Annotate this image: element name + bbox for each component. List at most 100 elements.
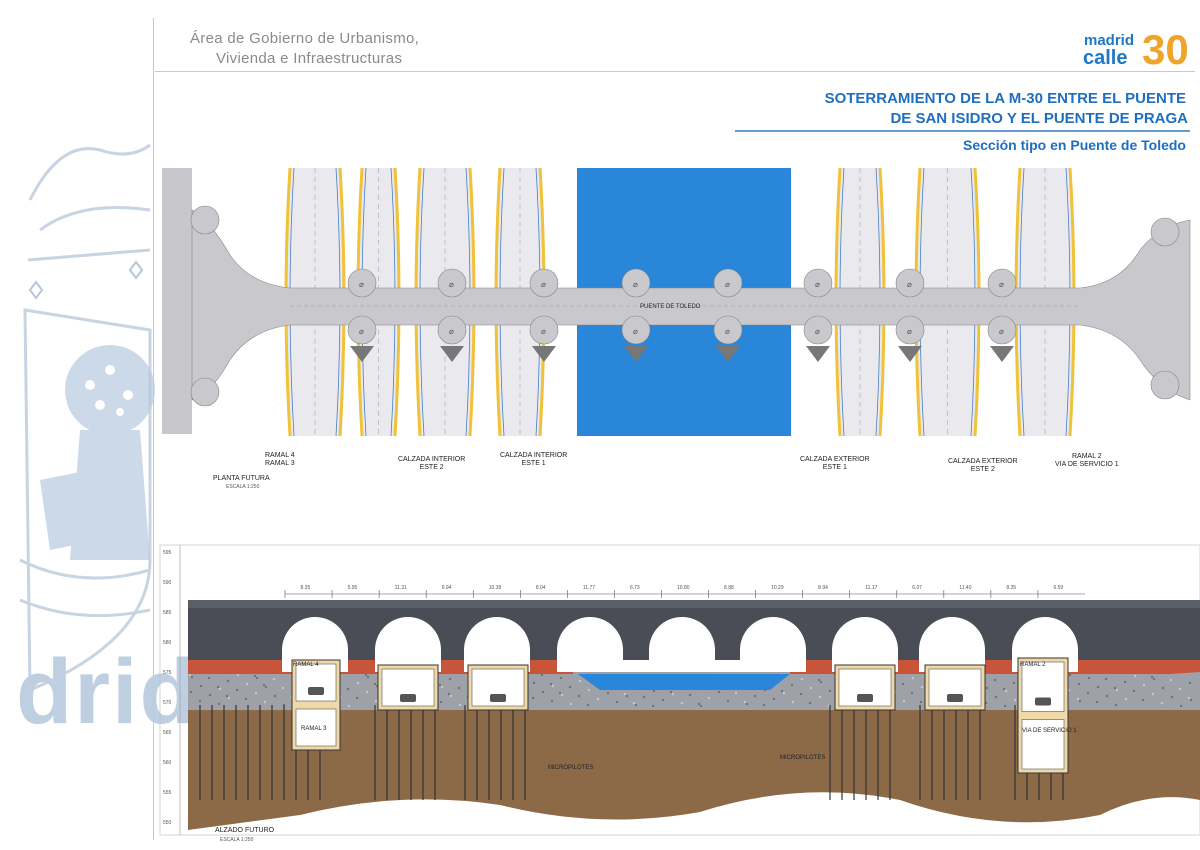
elevation-tick: 555 bbox=[163, 790, 172, 796]
bulb-ne bbox=[1150, 217, 1180, 247]
dimension-label: 6.07 bbox=[912, 585, 923, 591]
elevation-tick: 575 bbox=[163, 670, 172, 676]
pile-group-5 bbox=[919, 705, 981, 800]
elevation-tick: 570 bbox=[163, 700, 172, 706]
dimension-label: 11.17 bbox=[865, 585, 878, 591]
elevation-tick: 585 bbox=[163, 610, 172, 616]
pile-group-3 bbox=[464, 705, 526, 800]
coat-of-arms-watermark bbox=[19, 143, 155, 693]
svg-text:⌀: ⌀ bbox=[725, 327, 730, 336]
tunnel-box-2 bbox=[377, 664, 439, 711]
title-line-2: DE SAN ISIDRO Y EL PUENTE DE PRAGA bbox=[890, 110, 1188, 127]
arch-3 bbox=[464, 617, 530, 672]
tunnel-box-5 bbox=[924, 664, 986, 711]
bridge-name-label: PUENTE DE TOLEDO bbox=[640, 304, 701, 310]
svg-text:⌀: ⌀ bbox=[999, 280, 1004, 289]
bulb-se bbox=[1150, 370, 1180, 400]
arch-8 bbox=[919, 617, 985, 672]
dimension-label: 8.94 bbox=[818, 585, 828, 591]
arch-4 bbox=[557, 617, 623, 672]
svg-text:⌀: ⌀ bbox=[815, 280, 820, 289]
dimension-label: 10.80 bbox=[677, 585, 690, 591]
arch-7 bbox=[832, 617, 898, 672]
pile-group-2 bbox=[374, 705, 436, 800]
plan-view-scale: ESCALA 1:250 bbox=[226, 484, 260, 490]
bulb-sw bbox=[190, 377, 220, 407]
elevation-tick: 550 bbox=[163, 820, 172, 826]
svg-text:⌀: ⌀ bbox=[633, 280, 638, 289]
dimension-label: 6.94 bbox=[441, 585, 452, 591]
svg-text:⌀: ⌀ bbox=[725, 280, 730, 289]
left-margin-rule bbox=[153, 18, 154, 840]
dimension-label: 6.59 bbox=[1053, 585, 1064, 591]
section-subtitle: Sección tipo en Puente de Toledo bbox=[963, 137, 1186, 153]
pier-bay-7: ⌀⌀ bbox=[895, 268, 925, 362]
tunnel-box-3 bbox=[467, 664, 529, 711]
tunnel-box-6 bbox=[1017, 657, 1069, 774]
ground-strata bbox=[188, 705, 1200, 830]
tunnel-label-1: RAMAL 4 bbox=[293, 662, 319, 668]
dimension-label: 5.95 bbox=[347, 585, 358, 591]
svg-text:⌀: ⌀ bbox=[907, 327, 912, 336]
elevation-view-title: ALZADO FUTURO bbox=[215, 827, 275, 834]
elevation-tick: 580 bbox=[163, 640, 172, 646]
dimension-label: 11.77 bbox=[582, 585, 596, 591]
dimension-label: 11.40 bbox=[959, 585, 972, 591]
elevation-tick: 595 bbox=[163, 550, 172, 556]
dimension-label: 6.73 bbox=[629, 585, 640, 591]
pier-bay-6: ⌀⌀ bbox=[803, 268, 833, 362]
madrid-calle30-logo: madrid calle 30 bbox=[1080, 26, 1195, 73]
arch-5 bbox=[649, 617, 715, 672]
dimension-label: 11.31 bbox=[394, 585, 407, 591]
pier-bay-1: ⌀⌀ bbox=[347, 268, 377, 362]
arch-1 bbox=[282, 617, 348, 672]
tunnel-lower-label-6: VIA DE SERVICIO 1 bbox=[1022, 728, 1077, 734]
elevation-view-scale: ESCALA 1:250 bbox=[220, 837, 254, 843]
svg-text:⌀: ⌀ bbox=[815, 327, 820, 336]
micropilotes-label-right: MICROPILOTES bbox=[780, 755, 826, 761]
dimension-label: 8.35 bbox=[300, 585, 311, 591]
tunnel-box-4 bbox=[834, 664, 896, 711]
pile-group-4 bbox=[829, 705, 891, 800]
logo-calle: calle bbox=[1083, 47, 1128, 69]
logo-30: 30 bbox=[1142, 26, 1189, 73]
dimension-label: 10.29 bbox=[771, 585, 784, 591]
department-line-2: Vivienda e Infraestructuras bbox=[216, 50, 403, 67]
river-elevation bbox=[578, 674, 790, 690]
dimension-label: 8.04 bbox=[535, 585, 546, 591]
arch-2 bbox=[375, 617, 441, 672]
elevation-tick: 565 bbox=[163, 730, 172, 736]
title-rule bbox=[735, 130, 1190, 132]
watermark-text: drid bbox=[16, 641, 198, 743]
svg-text:⌀: ⌀ bbox=[359, 327, 364, 336]
arch-6 bbox=[740, 617, 806, 672]
department-line-1: Área de Gobierno de Urbanismo, bbox=[190, 30, 420, 47]
svg-text:⌀: ⌀ bbox=[907, 280, 912, 289]
dimension-label: 10.39 bbox=[488, 585, 502, 591]
plan-view-title: PLANTA FUTURA bbox=[213, 475, 270, 482]
header-rule bbox=[155, 71, 1195, 72]
logo-madrid: madrid bbox=[1084, 32, 1135, 49]
svg-text:⌀: ⌀ bbox=[359, 280, 364, 289]
svg-text:⌀: ⌀ bbox=[449, 327, 454, 336]
dimension-label: 8.88 bbox=[724, 585, 734, 591]
plan-left-edge bbox=[162, 168, 192, 434]
svg-text:⌀: ⌀ bbox=[633, 327, 638, 336]
pier-bay-3: ⌀⌀ bbox=[529, 268, 559, 362]
svg-text:⌀: ⌀ bbox=[449, 280, 454, 289]
svg-text:⌀: ⌀ bbox=[999, 327, 1004, 336]
bulb-nw bbox=[190, 205, 220, 235]
tunnel-box-1 bbox=[291, 659, 341, 751]
tunnel-lower-label-1: RAMAL 3 bbox=[301, 726, 327, 732]
